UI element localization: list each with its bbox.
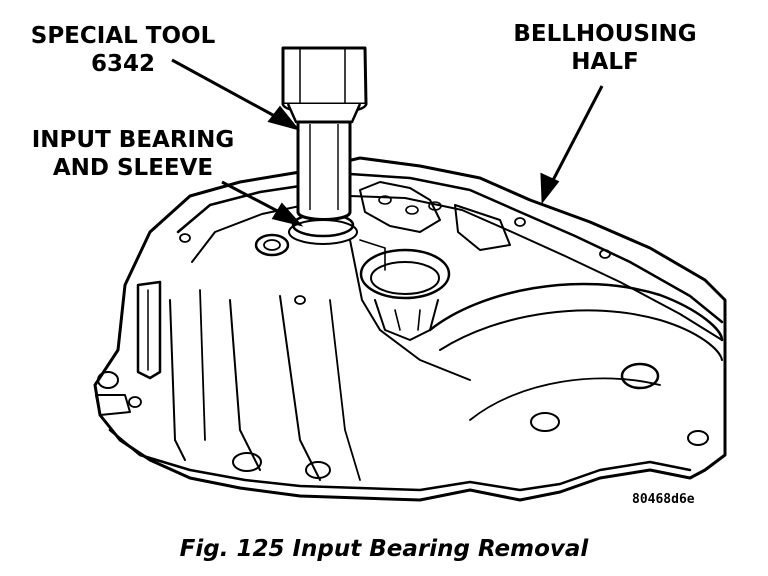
label-special-tool-line2: 6342 xyxy=(90,51,155,77)
arrow-bellhousing xyxy=(548,85,604,187)
arrow-special-tool xyxy=(171,58,283,122)
label-special-tool-line1: SPECIAL TOOL xyxy=(30,23,216,49)
label-special-tool: SPECIAL TOOL 6342 xyxy=(18,22,228,78)
figure-caption: Fig. 125 Input Bearing Removal xyxy=(179,536,589,562)
label-bellhousing-line2: HALF xyxy=(571,49,639,75)
label-bellhousing: BELLHOUSING HALF xyxy=(500,20,710,76)
bell-opening xyxy=(428,282,724,342)
shaft-bore xyxy=(359,248,451,300)
special-tool-6342 xyxy=(281,46,368,221)
lower-flange xyxy=(108,428,692,492)
label-input-bearing: INPUT BEARING AND SLEEVE xyxy=(18,126,248,182)
left-post xyxy=(136,280,162,380)
housing-outline xyxy=(93,156,727,502)
reference-code: 80468d6e xyxy=(632,492,695,507)
leader-lines xyxy=(171,58,604,227)
mating-face-outer xyxy=(176,172,724,324)
label-bellhousing-line1: BELLHOUSING xyxy=(513,21,697,47)
label-input-bearing-line2: AND SLEEVE xyxy=(52,155,214,181)
label-input-bearing-line1: INPUT BEARING xyxy=(31,127,235,153)
arrow-input-bearing xyxy=(221,180,288,218)
